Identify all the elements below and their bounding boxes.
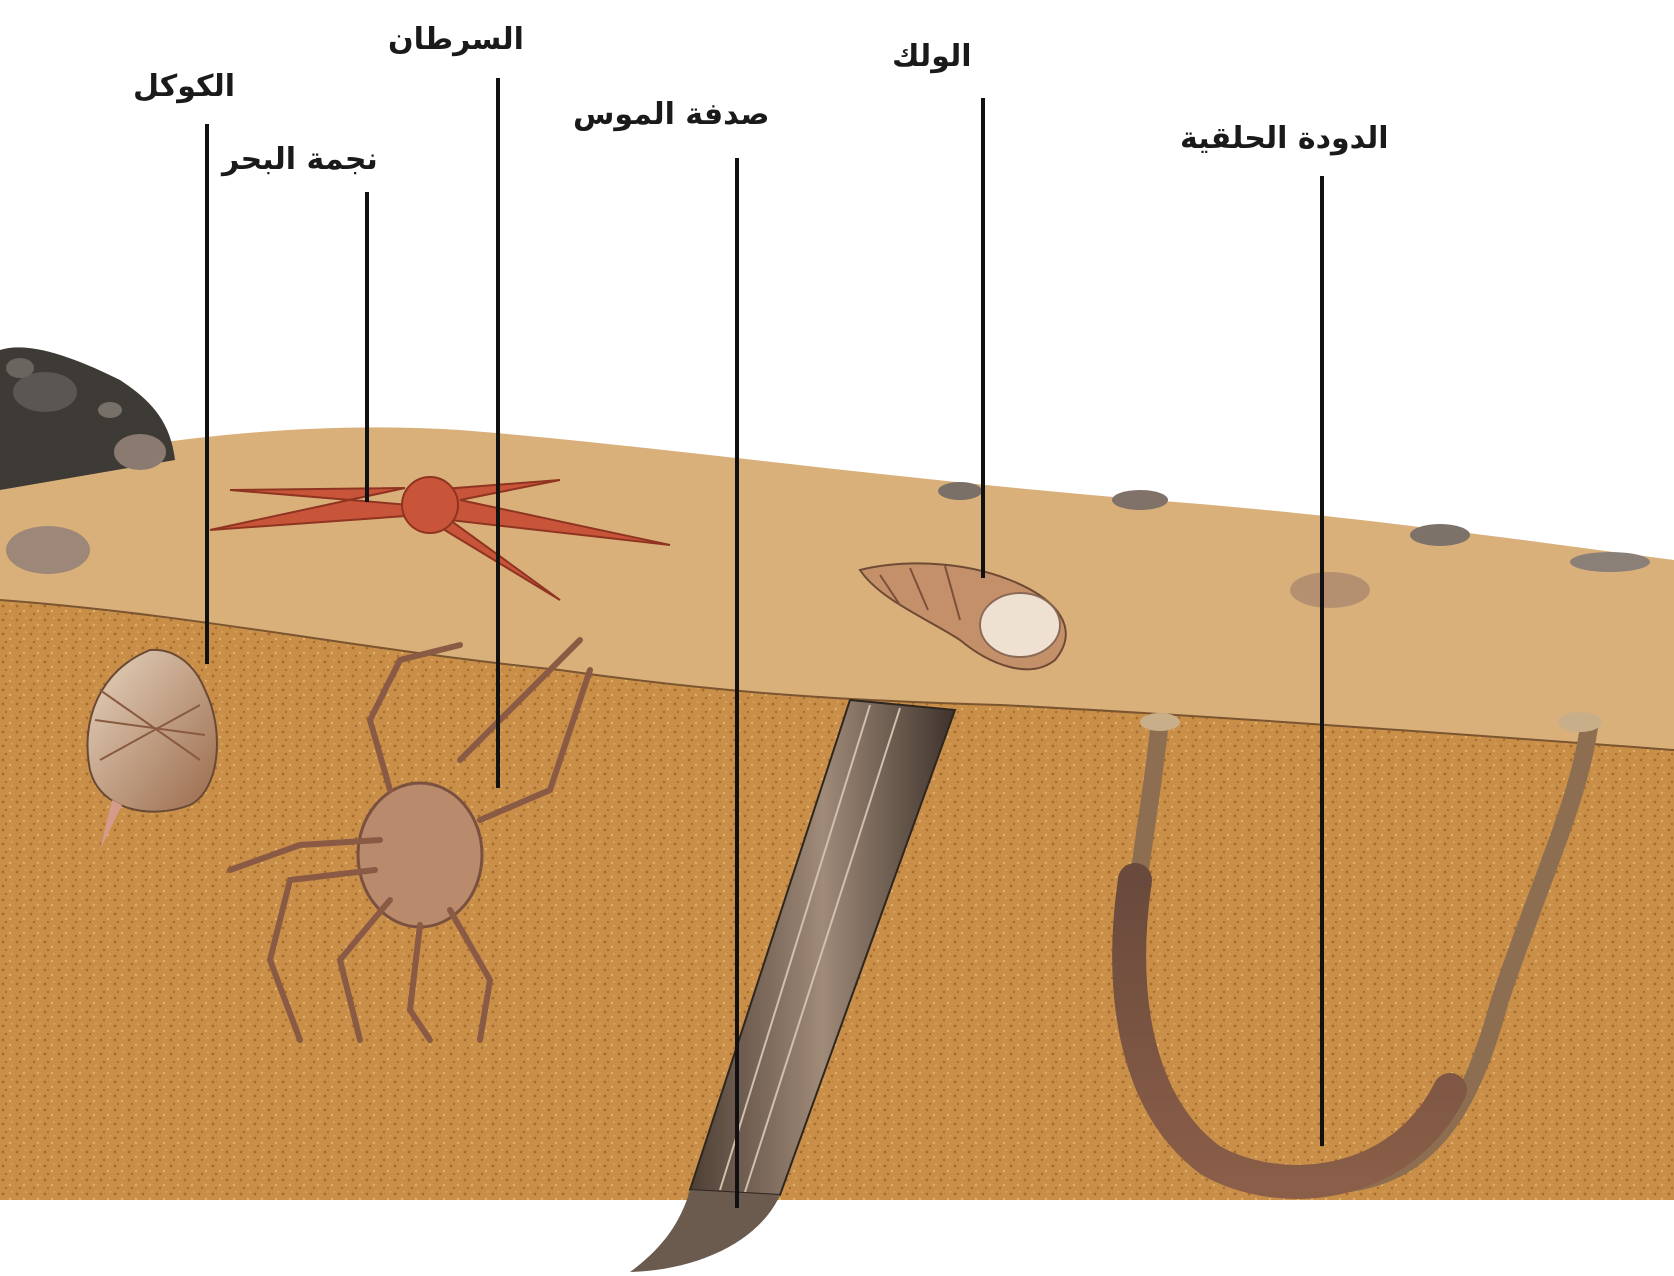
razor-shell-pointer-line [735, 158, 739, 1208]
label-lugworm: الدودة الحلقية [1180, 124, 1389, 154]
label-razor-shell: صدفة الموس [573, 100, 769, 130]
label-starfish: نجمة البحر [222, 145, 378, 175]
starfish-pointer-line [365, 192, 369, 502]
whelk-pointer-line [981, 98, 985, 578]
crab-pointer-line [496, 78, 500, 788]
label-cockle: الكوكل [133, 72, 235, 102]
cockle-pointer-line [205, 124, 209, 664]
lugworm-pointer-line [1320, 176, 1324, 1146]
label-crab: السرطان [388, 25, 524, 55]
label-whelk: الولك [892, 42, 972, 72]
